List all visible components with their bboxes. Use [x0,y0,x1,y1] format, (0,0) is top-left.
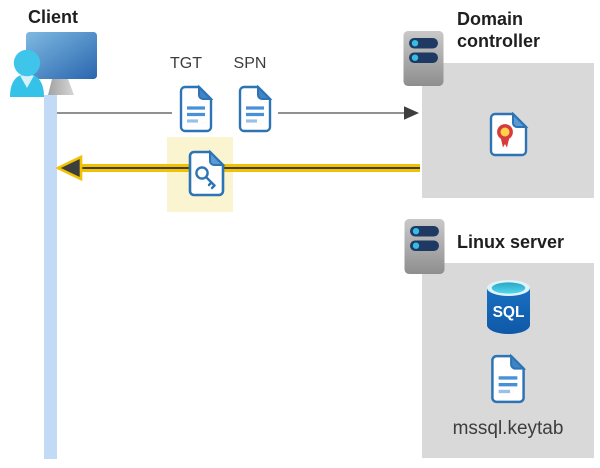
service-ticket-key-icon [188,149,226,197]
keytab-document-icon [490,354,526,404]
sql-database-icon: SQL [487,280,530,334]
certificate-icon [489,111,529,157]
ribbon-tails [500,137,510,148]
spn-document-icon [238,85,272,133]
person-icon [10,49,44,97]
service-ticket-response-arrow [54,154,420,182]
tgt-label: TGT [170,55,202,72]
linux-server-label: Linux server [457,232,565,252]
domain-controller-label: Domain controller [457,9,541,51]
spn-label: SPN [233,55,267,72]
client-user-monitor-icon [10,32,97,97]
domain-controller-server-icon [403,31,444,86]
linux-server-server-icon [404,219,445,274]
keytab-filename-label: mssql.keytab [452,418,564,439]
sql-badge-text: SQL [493,304,525,321]
monitor-icon [26,32,97,95]
client-timeline-bar [44,95,57,459]
seal [497,124,513,140]
tgt-document-icon [179,85,213,133]
client-label: Client [28,7,79,27]
